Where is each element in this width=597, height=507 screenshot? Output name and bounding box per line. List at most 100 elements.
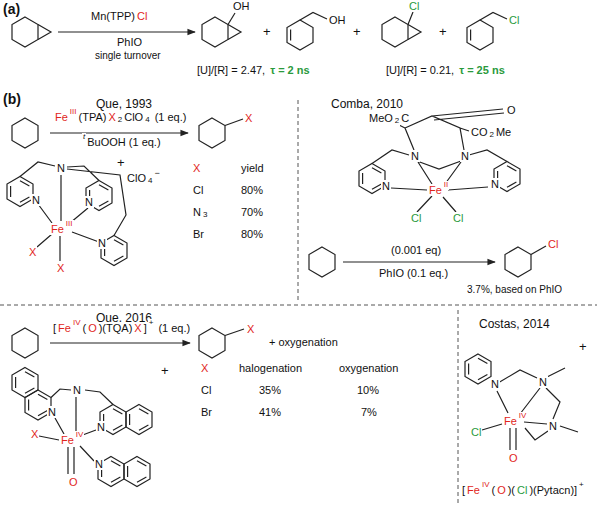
label-row: N (47, 406, 57, 422)
label-row: Cl (408, 0, 420, 16)
label: Cl (508, 14, 520, 26)
label-row: N (460, 150, 470, 166)
label: 7% (360, 406, 378, 418)
label-row: [U]/[R] = 2.47,τ = 2 ns (196, 64, 311, 80)
label-row: 80% (240, 184, 264, 200)
label: [U]/[R] = 2.47, (196, 64, 266, 76)
label: N (490, 178, 500, 190)
label: − (153, 169, 160, 179)
label: + (578, 481, 585, 490)
costas-2014-scheme (465, 354, 578, 450)
label-row: (0.001 eq) (390, 244, 442, 260)
label: O (506, 104, 517, 116)
label: halogenation (238, 362, 303, 374)
label-row: FeIII (50, 223, 74, 239)
label: BuOOH (1 eq.) (86, 136, 161, 148)
label-row: X (200, 362, 209, 378)
label: [U]/[R] = 0.21, (385, 64, 455, 76)
label: IV (518, 412, 528, 421)
label-row: X (246, 323, 255, 339)
label: 80% (240, 184, 264, 196)
label-row: N (72, 384, 82, 400)
label-row: X (56, 262, 65, 278)
label-row: N (31, 194, 41, 210)
label-row: X (30, 428, 39, 444)
label: III (65, 220, 74, 229)
label: 4 (144, 116, 150, 125)
label-row: + (352, 25, 362, 41)
label-row: 35% (258, 384, 282, 400)
label: Cl (408, 0, 420, 12)
label-row: oxygenation (338, 362, 399, 378)
label: Me (495, 126, 512, 138)
label: Fe (60, 434, 75, 446)
label-row: halogenation (238, 362, 303, 378)
label-row: N (490, 178, 500, 194)
label-row: N (381, 180, 391, 196)
label: + (116, 156, 126, 170)
label: ClO (126, 172, 147, 184)
label: 10% (356, 384, 380, 396)
label: Cl (516, 484, 528, 496)
label-row: Cl (547, 238, 559, 254)
label: OH (328, 14, 347, 26)
label: single turnover (94, 50, 162, 61)
label: + (148, 319, 155, 328)
label-row: 70% (240, 206, 264, 222)
label: )(TQA) (98, 322, 134, 334)
label-row: N (94, 458, 104, 474)
label-row: Cl (192, 184, 204, 200)
label: 3.7%, based on PhIO (466, 284, 563, 295)
label: CO (470, 126, 489, 138)
label: N (490, 378, 500, 390)
label: Br (192, 228, 205, 240)
label-row: 7% (360, 406, 378, 422)
label: )( (507, 484, 516, 496)
label: X (200, 362, 209, 374)
label-row: + (438, 25, 448, 41)
label: Cl (192, 184, 204, 196)
label-row: + oxygenation (268, 336, 339, 352)
label-row: FeIV (503, 415, 527, 431)
label-row: Br (200, 406, 213, 422)
label: PhIO (116, 36, 143, 48)
label-row: 3.7%, based on PhIO (466, 284, 563, 300)
label: IV (481, 481, 491, 490)
label: N (96, 421, 106, 433)
label: (1 eq.) (157, 322, 191, 334)
label: 80% (240, 228, 264, 240)
label: N (538, 376, 548, 388)
label-row: single turnover (94, 50, 162, 66)
label: O (496, 484, 507, 496)
label: Cl (470, 426, 482, 438)
label: (b) (2, 92, 22, 107)
label: N (72, 384, 82, 396)
label: Comba, 2010 (330, 98, 404, 111)
label: + (578, 340, 588, 354)
label: X (28, 246, 37, 258)
label-row: O (506, 104, 517, 120)
label-row: N (538, 376, 548, 392)
label-row: 41% (258, 406, 282, 422)
label-row: Cl (452, 212, 464, 228)
label-row: + (578, 340, 588, 356)
label: τ = 25 ns (458, 64, 506, 76)
label-row: X (28, 246, 37, 262)
label: (1 eq.) (154, 111, 188, 123)
label-row: N3 (192, 206, 208, 222)
label: O (87, 322, 98, 334)
label-row: CO2Me (470, 126, 512, 142)
label: N (94, 458, 104, 470)
label-row: FeII (428, 184, 449, 200)
label-row: [U]/[R] = 0.21,τ = 25 ns (385, 64, 506, 80)
label-row: 10% (356, 384, 380, 400)
label: X (192, 162, 201, 174)
label-row: N (490, 378, 500, 394)
label: Costas, 2014 (478, 318, 551, 331)
label: 35% (258, 384, 282, 396)
label: C (400, 112, 410, 124)
label: yield (240, 162, 265, 174)
label-row: N (97, 237, 107, 253)
label: O (508, 452, 519, 464)
